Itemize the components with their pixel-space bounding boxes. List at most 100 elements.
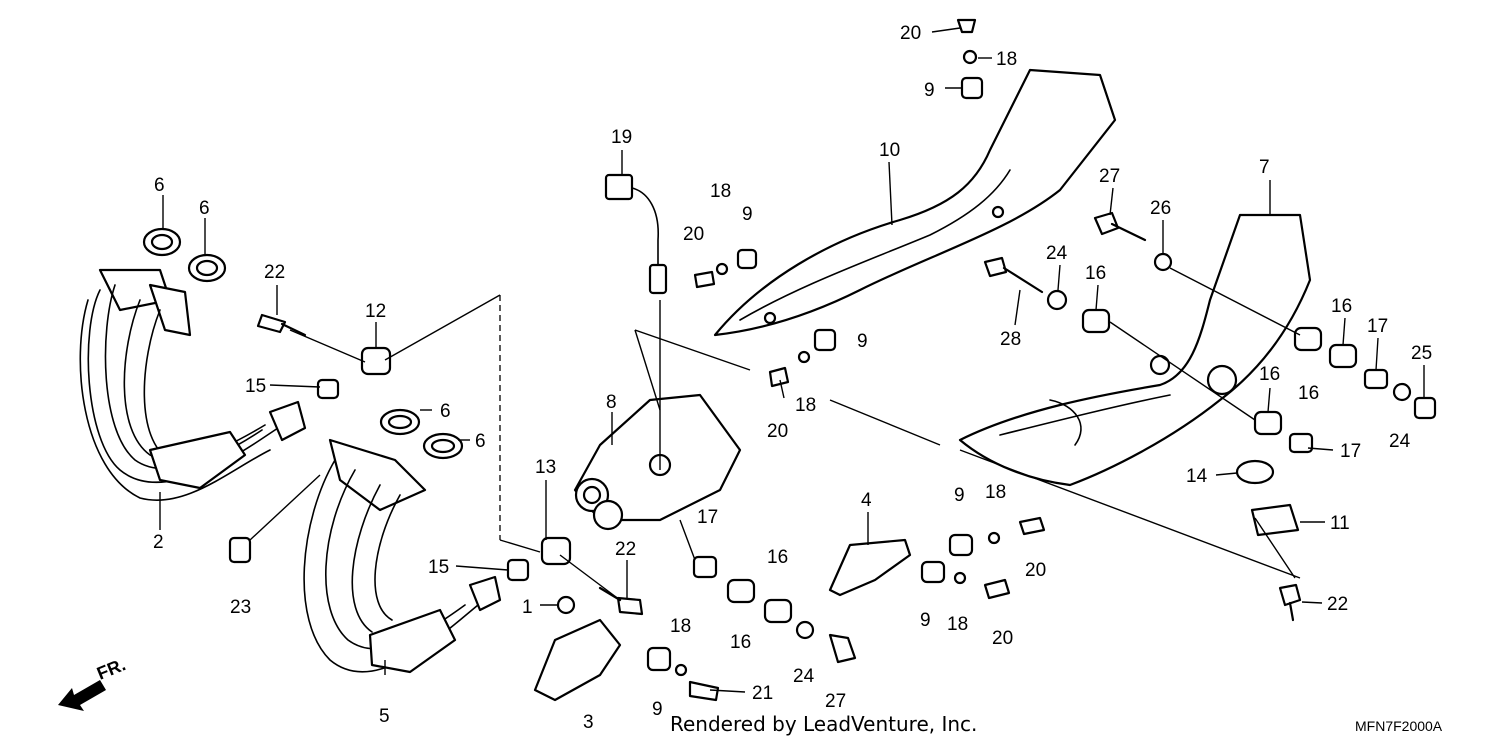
- callout-20-mid: 20: [683, 224, 704, 245]
- callout-12: 12: [365, 301, 386, 322]
- washer-18-lower: [674, 663, 688, 677]
- callout-22-center: 22: [615, 539, 636, 560]
- callouts: 20 18 9 10 19 18 9 20 9 18 20 7 27 26 24…: [153, 23, 1432, 733]
- muffler: [958, 213, 1312, 487]
- callout-3: 3: [583, 712, 594, 733]
- callout-15-upper: 15: [245, 376, 266, 397]
- exhaust-pipe-upper: [79, 268, 307, 501]
- callout-20-bracket-lower: 20: [992, 628, 1013, 649]
- callout-13: 13: [535, 457, 556, 478]
- callout-18-bracket-upper: 18: [985, 482, 1006, 503]
- grommet-16-b: [1293, 326, 1323, 352]
- callout-11: 11: [1330, 513, 1350, 534]
- o2-sensor: [604, 173, 668, 295]
- callout-20-top: 20: [900, 23, 921, 44]
- grommet-16-c: [1328, 343, 1358, 369]
- clamp-11: [1250, 503, 1300, 537]
- callout-leaders: [159, 27, 1425, 693]
- callout-9-top: 9: [924, 80, 935, 101]
- callout-17-center: 17: [697, 507, 718, 528]
- callout-21: 21: [752, 683, 773, 704]
- callout-9-lower: 9: [652, 699, 663, 720]
- front-direction-arrow: FR.: [58, 654, 128, 711]
- nut-25: [1413, 396, 1437, 420]
- callout-26: 26: [1150, 198, 1171, 219]
- callout-22-left: 22: [264, 262, 285, 283]
- bolt-22-left: [256, 313, 307, 337]
- grommet-16-f: [763, 598, 793, 624]
- grommet-16-a: [1081, 308, 1111, 334]
- callout-24-top: 24: [1046, 243, 1068, 264]
- exhaust-chamber: [573, 393, 742, 531]
- washer-24-right: [1392, 382, 1412, 402]
- washer-18-mid: [715, 262, 729, 276]
- bolt-20-top: [956, 18, 977, 34]
- grommet-9-bracket-upper: [948, 533, 974, 557]
- bolt-28: [983, 256, 1044, 294]
- grommet-9-lower: [646, 646, 672, 672]
- bolt-27-lower: [828, 633, 857, 664]
- grommet-9-top: [960, 76, 984, 100]
- grommet-9-right: [813, 328, 837, 352]
- collar-15-upper: [316, 378, 340, 400]
- exhaust-pipe-lower: [303, 438, 502, 674]
- callout-22-right: 22: [1327, 594, 1348, 615]
- grommet-9-mid: [736, 248, 758, 270]
- washer-18-bracket-lower: [953, 571, 967, 585]
- callout-27-lower: 27: [825, 691, 846, 712]
- callout-6-c: 6: [440, 401, 451, 422]
- callout-16-b: 16: [1331, 296, 1352, 317]
- grommet-16-e: [726, 578, 756, 604]
- bolt-20-mid: [693, 270, 716, 289]
- callout-19: 19: [611, 127, 632, 148]
- bolt-21: [688, 680, 720, 702]
- callout-27-top: 27: [1099, 166, 1120, 187]
- callout-4: 4: [861, 490, 872, 511]
- collar-17-center: [692, 555, 718, 579]
- callout-15-lower: 15: [428, 557, 449, 578]
- washer-24-top: [1046, 289, 1068, 311]
- callout-9-right: 9: [857, 331, 868, 352]
- callout-6-b: 6: [199, 198, 210, 219]
- callout-9-bracket-upper: 9: [954, 485, 965, 506]
- band-14: [1235, 459, 1275, 485]
- callout-14: 14: [1186, 466, 1208, 487]
- callout-18-bracket-lower: 18: [947, 614, 968, 635]
- bracket-4: [828, 538, 912, 597]
- callout-16-e: 16: [767, 547, 788, 568]
- callout-20-right: 20: [767, 421, 788, 442]
- bolt-20-right: [768, 366, 790, 388]
- grommet-9-bracket-lower: [920, 560, 946, 584]
- callout-23: 23: [230, 597, 251, 618]
- callout-6-a: 6: [154, 175, 165, 196]
- callout-18-lower: 18: [670, 616, 691, 637]
- credit-text: Rendered by LeadVenture, Inc.: [670, 712, 977, 736]
- callout-5: 5: [379, 706, 390, 727]
- callout-2: 2: [153, 532, 164, 553]
- callout-25: 25: [1411, 343, 1432, 364]
- callout-16-a: 16: [1085, 263, 1106, 284]
- bolt-20-bracket-upper: [1018, 516, 1046, 536]
- callout-16-d: 16: [1259, 364, 1280, 385]
- callout-16-c: 16: [1298, 383, 1319, 404]
- washer-24-lower: [795, 620, 815, 640]
- washer-18-bracket-upper: [987, 531, 1001, 545]
- heat-shield-upper: [713, 68, 1117, 337]
- bolt-22-center: [598, 586, 644, 616]
- reference-lines: [249, 267, 1301, 601]
- callout-18-mid: 18: [710, 181, 731, 202]
- callout-1: 1: [522, 597, 533, 618]
- bolt-27-top: [1093, 211, 1147, 242]
- callout-18-top: 18: [996, 49, 1017, 70]
- washer-18-top: [962, 49, 978, 65]
- nut-1: [556, 595, 576, 615]
- callout-17-lower: 17: [1340, 441, 1361, 462]
- callout-9-bracket-lower: 9: [920, 610, 931, 631]
- bracket-3: [533, 618, 622, 702]
- callout-6-d: 6: [475, 431, 486, 452]
- collar-23: [228, 536, 252, 564]
- diagram-code: MFN7F2000A: [1355, 718, 1443, 734]
- callout-28: 28: [1000, 329, 1021, 350]
- collar-17-lower: [1288, 432, 1314, 454]
